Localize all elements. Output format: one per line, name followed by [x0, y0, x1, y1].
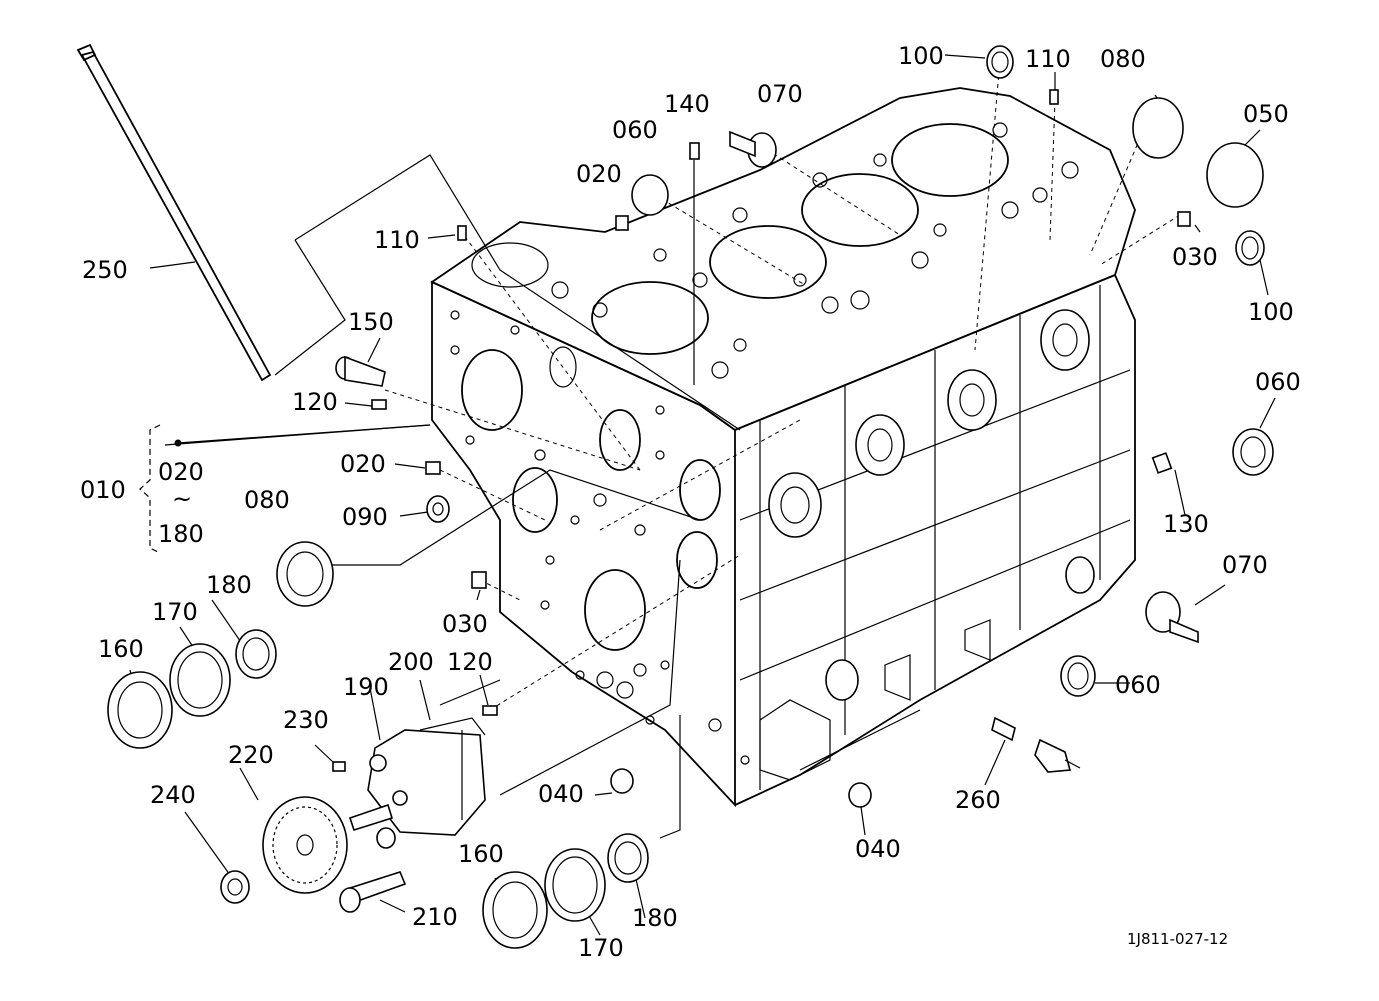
- callout-160-lower: 160: [458, 840, 504, 868]
- callout-230: 230: [283, 706, 329, 734]
- callout-030-right: 030: [1172, 243, 1218, 271]
- plug-030-left: [471, 571, 487, 589]
- dipstick: [76, 43, 272, 382]
- callout-210: 210: [412, 903, 458, 931]
- callout-130: 130: [1163, 510, 1209, 538]
- callout-170-left: 170: [152, 598, 198, 626]
- callout-070-top: 070: [757, 80, 803, 108]
- pin-110-left: [457, 225, 467, 241]
- callout-180-lower: 180: [632, 904, 678, 932]
- pin-120-lower: [482, 705, 498, 716]
- plug-030-right: [1177, 211, 1191, 227]
- callout-190: 190: [343, 673, 389, 701]
- bolt-210: [339, 871, 407, 913]
- callout-090: 090: [342, 503, 388, 531]
- callout-140: 140: [664, 90, 710, 118]
- callout-070-right: 070: [1222, 551, 1268, 579]
- callout-010: 010: [80, 476, 126, 504]
- gear-220: [262, 796, 348, 894]
- parts: [76, 43, 1274, 949]
- callout-240: 240: [150, 781, 196, 809]
- callout-060-top: 060: [612, 116, 658, 144]
- leader-lines: [129, 54, 1276, 936]
- callout-labels: 010 020 020 030 030 040 040 050 060 060 …: [80, 42, 1301, 962]
- plug-060-top: [631, 174, 669, 216]
- callout-040-right: 040: [855, 835, 901, 863]
- callout-080-left: 080: [244, 486, 290, 514]
- plug-070-top: [729, 130, 777, 168]
- cylinder-block: [430, 87, 1136, 808]
- range-start-label: 020: [158, 458, 204, 486]
- plug-070-right: [1145, 591, 1199, 644]
- plug-040-right: [848, 782, 872, 808]
- callout-170-lower: 170: [578, 934, 624, 962]
- plug-040-left: [610, 768, 634, 794]
- callout-020-left: 020: [340, 450, 386, 478]
- callout-180-left: 180: [206, 571, 252, 599]
- callout-030-left: 030: [442, 610, 488, 638]
- seal-100-right: [1235, 230, 1265, 266]
- drawing-reference-number: 1J811-027-12: [1127, 930, 1228, 948]
- plug-020-top: [615, 215, 629, 231]
- callout-020-top: 020: [576, 160, 622, 188]
- nut-240: [220, 870, 250, 904]
- callout-080-top: 080: [1100, 45, 1146, 73]
- pin-130: [1151, 452, 1173, 474]
- callout-060-right: 060: [1255, 368, 1301, 396]
- pin-110-top: [1049, 89, 1059, 105]
- pipe-140: [689, 142, 700, 160]
- callout-040-left: 040: [538, 780, 584, 808]
- callout-250: 250: [82, 256, 128, 284]
- range-bracket: 020 ~ 180: [139, 424, 431, 554]
- callout-110-top: 110: [1025, 45, 1071, 73]
- seal-060-right: [1232, 428, 1274, 476]
- plug-020-left: [425, 461, 441, 475]
- callout-100-right: 100: [1248, 298, 1294, 326]
- callout-100-top: 100: [898, 42, 944, 70]
- bolt-150: [335, 355, 386, 387]
- callout-120-left: 120: [292, 388, 338, 416]
- callout-110-left: 110: [374, 226, 420, 254]
- callout-200: 200: [388, 648, 434, 676]
- seal-060-lower: [1060, 655, 1096, 697]
- cap-080-left: [276, 541, 334, 607]
- bushing-set-left: [107, 629, 277, 749]
- plate-050: [1206, 142, 1264, 208]
- oil-pump-190: [348, 717, 486, 849]
- callout-050: 050: [1243, 100, 1289, 128]
- bushing-set-lower: [482, 833, 649, 949]
- callout-260: 260: [955, 786, 1001, 814]
- range-end-label: 180: [158, 520, 204, 548]
- callout-220: 220: [228, 741, 274, 769]
- callout-120-lower: 120: [447, 648, 493, 676]
- bush-090: [426, 495, 450, 523]
- callout-060-lower: 060: [1115, 671, 1161, 699]
- oil-switch-260: [991, 716, 1081, 773]
- cap-080-top: [1132, 97, 1184, 159]
- callout-160-left: 160: [98, 635, 144, 663]
- key-230: [332, 761, 346, 772]
- range-tilde: ~: [172, 485, 192, 513]
- pin-120-left: [371, 399, 387, 410]
- callout-150: 150: [348, 308, 394, 336]
- seal-100-top: [986, 45, 1014, 79]
